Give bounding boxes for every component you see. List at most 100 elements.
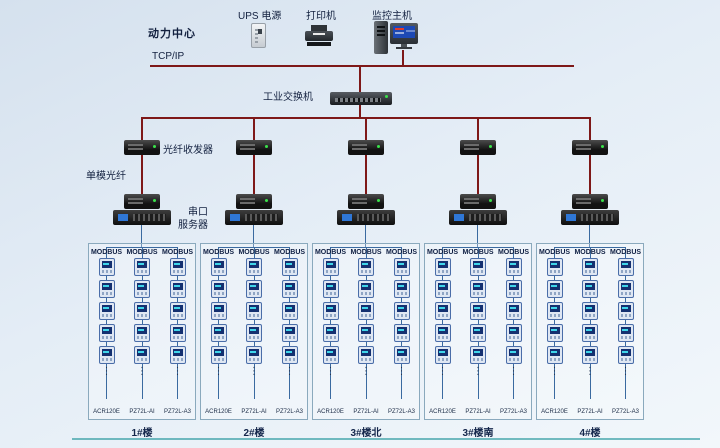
serial-bus-stub-line — [589, 225, 590, 248]
serial-server-icon — [337, 210, 395, 225]
modbus-bus-label: MODBUS — [385, 249, 418, 256]
tcpip-line — [150, 65, 574, 67]
power-meter-icon — [617, 280, 634, 298]
power-meter-icon — [322, 258, 339, 276]
ups-icon — [251, 23, 266, 48]
fiber-transceiver-icon — [348, 194, 384, 209]
more-meters-ellipsis: ⋮ — [249, 366, 259, 377]
printer-label: 打印机 — [306, 11, 336, 22]
power-meter-icon — [393, 258, 410, 276]
single-mode-fiber-line — [589, 155, 591, 194]
power-meter-icon — [358, 346, 374, 364]
single-mode-fiber-line — [141, 155, 143, 194]
power-center-label: 动力中心 — [148, 28, 196, 40]
building-label: 1#楼 — [131, 428, 153, 439]
power-meter-icon — [434, 302, 451, 320]
meter-model-label: PZ72L-A3 — [387, 409, 415, 415]
meter-model-label: PZ72L-AI — [353, 409, 379, 415]
meter-columns: MODBUS ⋮ ACR120E MODBUS ⋮ PZ72L-AI MODBU… — [312, 243, 420, 420]
meter-stack — [505, 256, 522, 366]
power-meter-icon — [169, 280, 186, 298]
power-meter-icon — [582, 346, 598, 364]
fiber-transceiver-icon — [572, 194, 608, 209]
building-group: MODBUS ⋮ ACR120E MODBUS ⋮ PZ72L-AI MODBU… — [312, 243, 420, 443]
more-meters-ellipsis: ⋮ — [172, 366, 183, 377]
serial-server-label-line2: 服务器 — [178, 220, 208, 231]
power-meter-icon — [134, 324, 150, 342]
more-meters-ellipsis: ⋮ — [284, 366, 295, 377]
power-meter-icon — [358, 302, 374, 320]
printer-icon — [305, 25, 333, 46]
modbus-bus-line — [401, 247, 402, 399]
power-meter-icon — [617, 302, 634, 320]
serial-server-label-line1: 串口 — [188, 207, 208, 218]
modbus-column: MODBUS ⋮ PZ72L-A3 — [609, 243, 643, 420]
meter-columns: MODBUS ⋮ ACR120E MODBUS ⋮ PZ72L-AI MODBU… — [88, 243, 196, 420]
meter-model-label: PZ72L-AI — [465, 409, 491, 415]
power-meter-icon — [582, 258, 598, 276]
host-drop-line — [402, 50, 404, 66]
meter-stack — [434, 256, 451, 366]
meter-stack — [470, 256, 486, 366]
ups-label: UPS 电源 — [238, 11, 282, 22]
single-mode-fiber-label: 单模光纤 — [86, 171, 126, 182]
branch-drop-line — [589, 118, 591, 140]
power-meter-icon — [281, 280, 298, 298]
building-group: MODBUS ⋮ ACR120E MODBUS ⋮ PZ72L-AI MODBU… — [200, 243, 308, 443]
network-branch — [111, 118, 173, 248]
fiber-transceiver-icon — [460, 194, 496, 209]
building-label: 2#楼 — [243, 428, 265, 439]
modbus-bus-label: MODBUS — [426, 249, 459, 256]
building-group: MODBUS ⋮ ACR120E MODBUS ⋮ PZ72L-AI MODBU… — [88, 243, 196, 443]
power-meter-icon — [546, 258, 563, 276]
modbus-bus-label: MODBUS — [273, 249, 306, 256]
modbus-bus-line — [625, 247, 626, 399]
building-label: 3#楼北 — [350, 428, 382, 439]
modbus-column: MODBUS ⋮ ACR120E — [538, 243, 572, 420]
meter-model-label: ACR120E — [93, 409, 120, 415]
branch-drop-line — [477, 118, 479, 140]
meter-columns: MODBUS ⋮ ACR120E MODBUS ⋮ PZ72L-AI MODBU… — [536, 243, 644, 420]
serial-server-icon — [449, 210, 507, 225]
power-meter-icon — [393, 324, 410, 342]
modbus-column: MODBUS ⋮ ACR120E — [426, 243, 460, 420]
modbus-bus-label: MODBUS — [350, 249, 382, 256]
fiber-transceiver-icon — [124, 194, 160, 209]
modbus-column: MODBUS ⋮ PZ72L-AI — [125, 243, 159, 420]
power-meter-icon — [210, 258, 227, 276]
power-meter-icon — [546, 280, 563, 298]
modbus-column: MODBUS ⋮ PZ72L-AI — [573, 243, 607, 420]
meter-stack — [210, 256, 227, 366]
modbus-bus-line — [589, 247, 591, 399]
power-meter-icon — [470, 258, 486, 276]
meter-model-label: PZ72L-AI — [129, 409, 155, 415]
power-meter-icon — [434, 280, 451, 298]
more-meters-ellipsis: ⋮ — [325, 366, 336, 377]
power-meter-icon — [98, 302, 115, 320]
modbus-bus-label: MODBUS — [90, 249, 123, 256]
modbus-bus-label: MODBUS — [126, 249, 158, 256]
power-meter-icon — [358, 258, 374, 276]
meter-model-label: ACR120E — [429, 409, 456, 415]
power-meter-icon — [210, 346, 227, 364]
power-meter-icon — [546, 302, 563, 320]
building-group: MODBUS ⋮ ACR120E MODBUS ⋮ PZ72L-AI MODBU… — [424, 243, 532, 443]
modbus-bus-label: MODBUS — [314, 249, 347, 256]
modbus-bus-label: MODBUS — [609, 249, 642, 256]
meter-model-label: PZ72L-AI — [241, 409, 267, 415]
power-meter-icon — [246, 346, 262, 364]
switch-uplink-line — [359, 67, 361, 92]
modbus-column: MODBUS ⋮ ACR120E — [202, 243, 236, 420]
building-label: 4#楼 — [579, 428, 601, 439]
serial-bus-stub-line — [477, 225, 478, 248]
more-meters-ellipsis: ⋮ — [620, 366, 631, 377]
fiber-transceiver-label: 光纤收发器 — [163, 145, 213, 156]
modbus-bus-line — [218, 247, 219, 399]
meter-stack — [281, 256, 298, 366]
power-meter-icon — [322, 324, 339, 342]
serial-server-label: 串口 服务器 — [172, 206, 208, 232]
power-meter-icon — [505, 324, 522, 342]
power-meter-icon — [169, 346, 186, 364]
modbus-column: MODBUS ⋮ PZ72L-AI — [237, 243, 271, 420]
